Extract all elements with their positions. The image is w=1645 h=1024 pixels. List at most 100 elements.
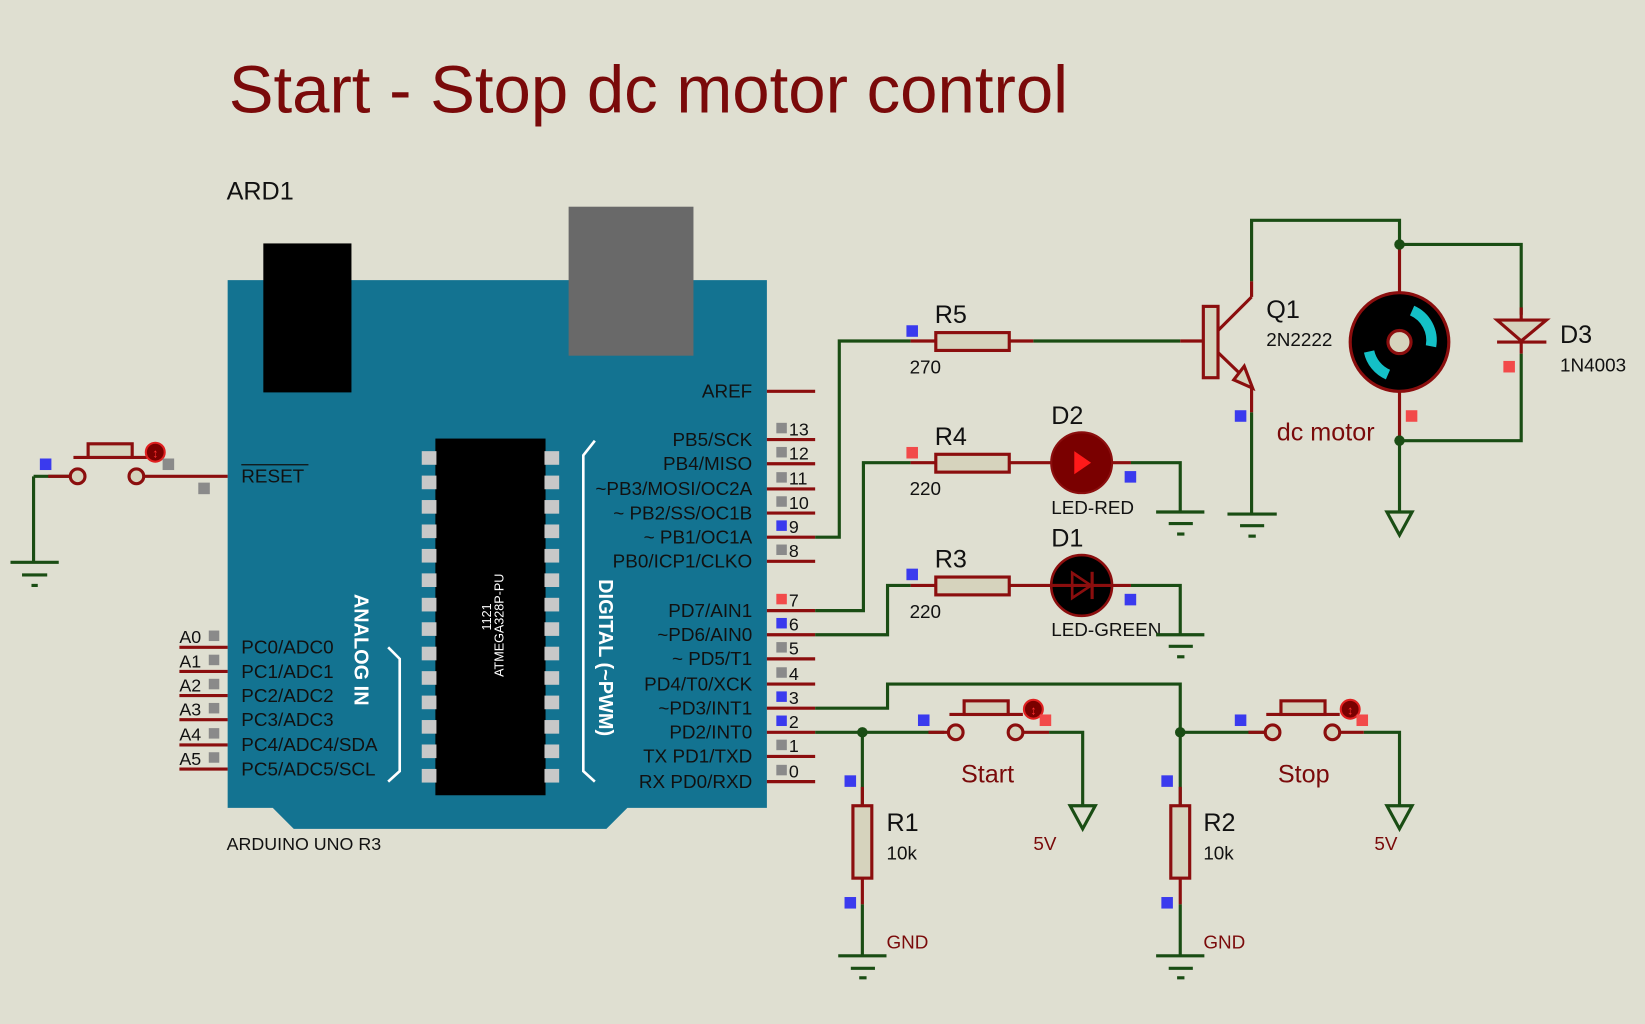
logic-probe [208, 728, 220, 739]
ground-symbol [10, 560, 59, 588]
wire-pin7-r4 [815, 461, 911, 613]
pin-name: ~PB3/MOSI/OC2A [595, 479, 752, 500]
actuator-icon[interactable] [1022, 698, 1044, 720]
resistor-r2[interactable] [1169, 786, 1192, 905]
power-jack [263, 243, 352, 393]
wire-start-5v [1049, 730, 1085, 806]
updown-arrow-icon: ↕ [152, 446, 158, 460]
wire-pin3-stop [815, 682, 1182, 733]
chip-pin [544, 500, 560, 514]
chip-pin [544, 744, 560, 759]
pin-name: ~ PD5/T1 [672, 649, 752, 670]
chip-pin [544, 573, 560, 588]
analog-group-label: ANALOG IN [350, 594, 372, 706]
pin-name: PB4/MISO [663, 454, 752, 475]
logic-probe [1405, 410, 1418, 422]
logic-probe [776, 642, 787, 653]
logic-probe [776, 520, 787, 531]
digital-bracket [581, 439, 596, 783]
logic-probe [39, 458, 52, 471]
digital-pin-11[interactable]: 11~PB3/MOSI/OC2A [595, 469, 816, 500]
chip-pin [421, 573, 437, 588]
pin-name: PC5/ADC5/SCL [241, 759, 375, 780]
d1-value: LED-GREEN [1051, 620, 1161, 641]
diode-d3[interactable] [1492, 307, 1551, 354]
pin-name: PC4/ADC4/SDA [241, 735, 378, 756]
d2-value: LED-RED [1051, 498, 1134, 519]
led-d2-red[interactable] [1050, 431, 1131, 495]
arduino-board[interactable]: 1121 ATMEGA328P-PU DIGITAL (~PWM) ANALOG… [227, 206, 767, 829]
aref-label: AREF [702, 382, 752, 403]
logic-probe [776, 617, 787, 629]
power-terminal-icon [1384, 510, 1415, 539]
resistor-r5[interactable] [910, 331, 1034, 353]
digital-pin-5[interactable]: 5~ PD5/T1 [672, 639, 816, 670]
pin-number: 0 [789, 761, 799, 781]
d3-ref: D3 [1560, 321, 1592, 349]
chip-pin [544, 695, 560, 710]
digital-pin-6[interactable]: 6~PD6/AIN0 [657, 615, 816, 646]
updown-arrow-icon: ↕ [1030, 703, 1036, 717]
digital-pin-9[interactable]: 9~ PB1/OC1A [644, 517, 816, 548]
resistor-r1[interactable] [851, 786, 874, 905]
digital-pin-3[interactable]: 3~PD3/INT1 [658, 688, 816, 719]
logic-probe [208, 630, 220, 642]
digital-pin-0[interactable]: 0RX PD0/RXD [639, 761, 816, 793]
r5-ref: R5 [935, 301, 967, 329]
actuator-icon[interactable] [1339, 698, 1361, 720]
chip-pin [421, 622, 437, 636]
transistor-q1[interactable] [1180, 281, 1256, 413]
logic-probe [776, 422, 787, 434]
chip-pin [544, 646, 560, 661]
digital-pin-10[interactable]: 10~ PB2/SS/OC1B [613, 493, 816, 524]
resistor-r3[interactable] [910, 575, 1053, 597]
logic-probe [776, 691, 787, 702]
pin-name: TX PD1/TXD [643, 747, 752, 768]
wire-d2-gnd [1130, 461, 1182, 512]
wire-pin6-r3 [815, 583, 911, 637]
analog-pin-header: A0PC0/ADC0A1PC1/ADC1A2PC2/ADC2A3PC3/ADC3… [179, 627, 378, 780]
reset-button[interactable]: ↕ [31, 441, 228, 563]
ground-symbol [1156, 633, 1205, 659]
chip-pin [544, 720, 560, 734]
pin-number: A0 [179, 627, 201, 647]
logic-probe [917, 714, 930, 727]
logic-probe [208, 752, 220, 763]
pin-number: A5 [179, 749, 201, 769]
logic-probe [776, 496, 787, 507]
ground-symbol [1156, 954, 1205, 980]
pin-name: PC1/ADC1 [241, 662, 333, 683]
digital-pin-1[interactable]: 1TX PD1/TXD [643, 736, 816, 768]
arduino-model: ARDUINO UNO R3 [227, 834, 382, 854]
motor-label: dc motor [1277, 419, 1375, 447]
start-label: Start [961, 761, 1014, 789]
logic-probe [1124, 593, 1137, 606]
resistor-r4[interactable] [910, 452, 1053, 474]
dc-motor[interactable] [1348, 244, 1451, 441]
logic-probe [906, 325, 918, 337]
pin-name: ~PD6/AIN0 [657, 625, 752, 646]
logic-probe [844, 775, 857, 787]
logic-probe [162, 458, 175, 471]
digital-group-label: DIGITAL (~PWM) [594, 579, 616, 736]
chip-pin [421, 475, 437, 490]
chip-pin [421, 597, 437, 612]
start-button[interactable]: ↕ [928, 698, 1050, 742]
stop-button[interactable]: ↕ [1248, 698, 1364, 742]
actuator-icon[interactable] [144, 441, 166, 463]
r1-ref: R1 [886, 809, 918, 837]
led-d1-green[interactable] [1049, 553, 1131, 618]
